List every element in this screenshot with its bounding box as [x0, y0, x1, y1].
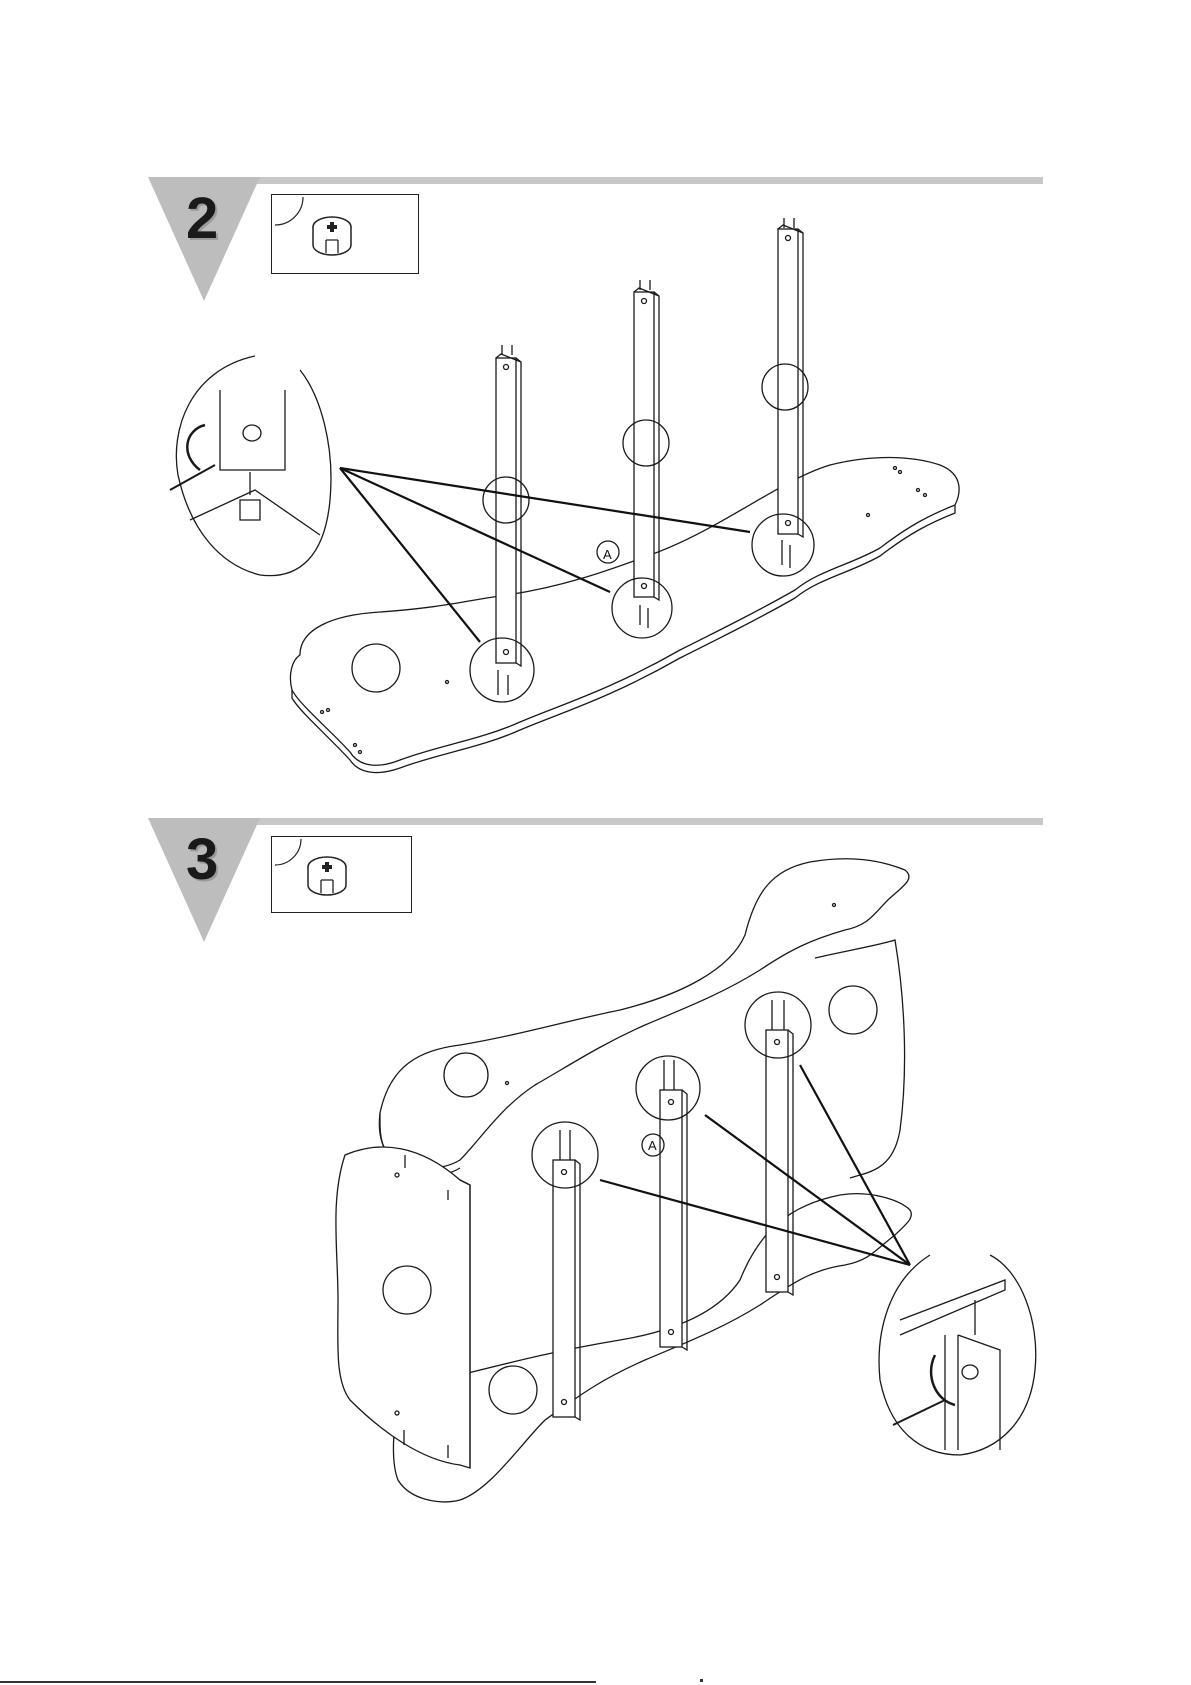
footer-mark — [700, 1679, 703, 1682]
callout-label-a: A — [648, 1138, 657, 1153]
footer-rule — [0, 1681, 596, 1683]
